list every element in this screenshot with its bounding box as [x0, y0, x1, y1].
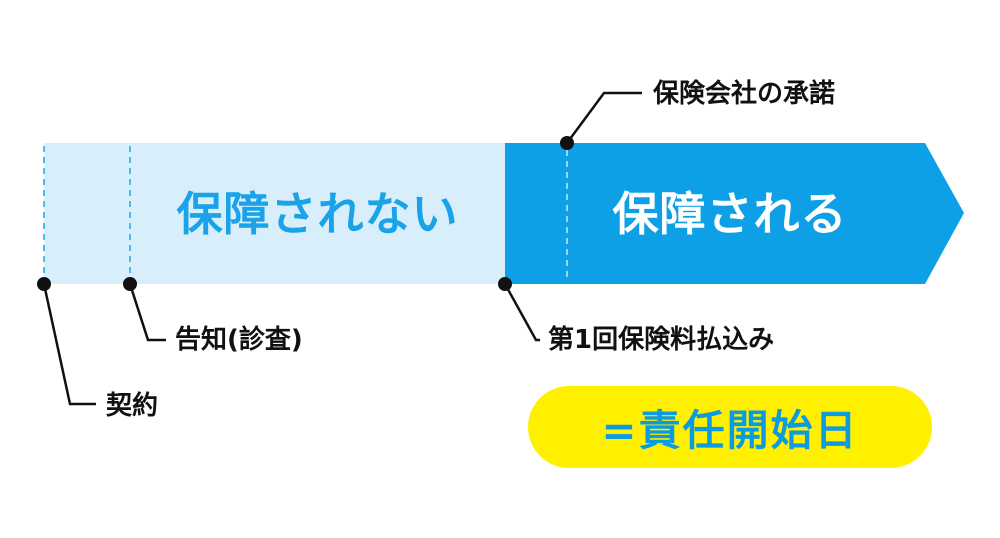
- covered-period-label: 保障される: [612, 187, 848, 241]
- insurer-acceptance-label: 保険会社の承諾: [653, 79, 836, 109]
- premium-leader-line: [503, 283, 540, 342]
- notice-marker: [123, 277, 137, 291]
- uncovered-period-label: 保障されない: [176, 187, 459, 241]
- contract-label: 契約: [106, 391, 159, 421]
- notice-leader-line: [128, 283, 166, 342]
- contract-marker: [37, 277, 51, 291]
- premium-marker: [498, 277, 512, 291]
- notice-label: 告知(診査): [175, 325, 303, 355]
- contract-leader-line: [42, 283, 96, 406]
- covered-period-arrow: [505, 143, 964, 284]
- acceptance-leader-line: [565, 91, 642, 144]
- liability-start-badge: =責任開始日: [528, 386, 932, 468]
- acceptance-marker: [560, 136, 574, 150]
- uncovered-period-bar: [44, 143, 506, 284]
- first-premium-label: 第1回保険料払込み: [548, 325, 775, 355]
- liability-start-label: =責任開始日: [601, 405, 859, 455]
